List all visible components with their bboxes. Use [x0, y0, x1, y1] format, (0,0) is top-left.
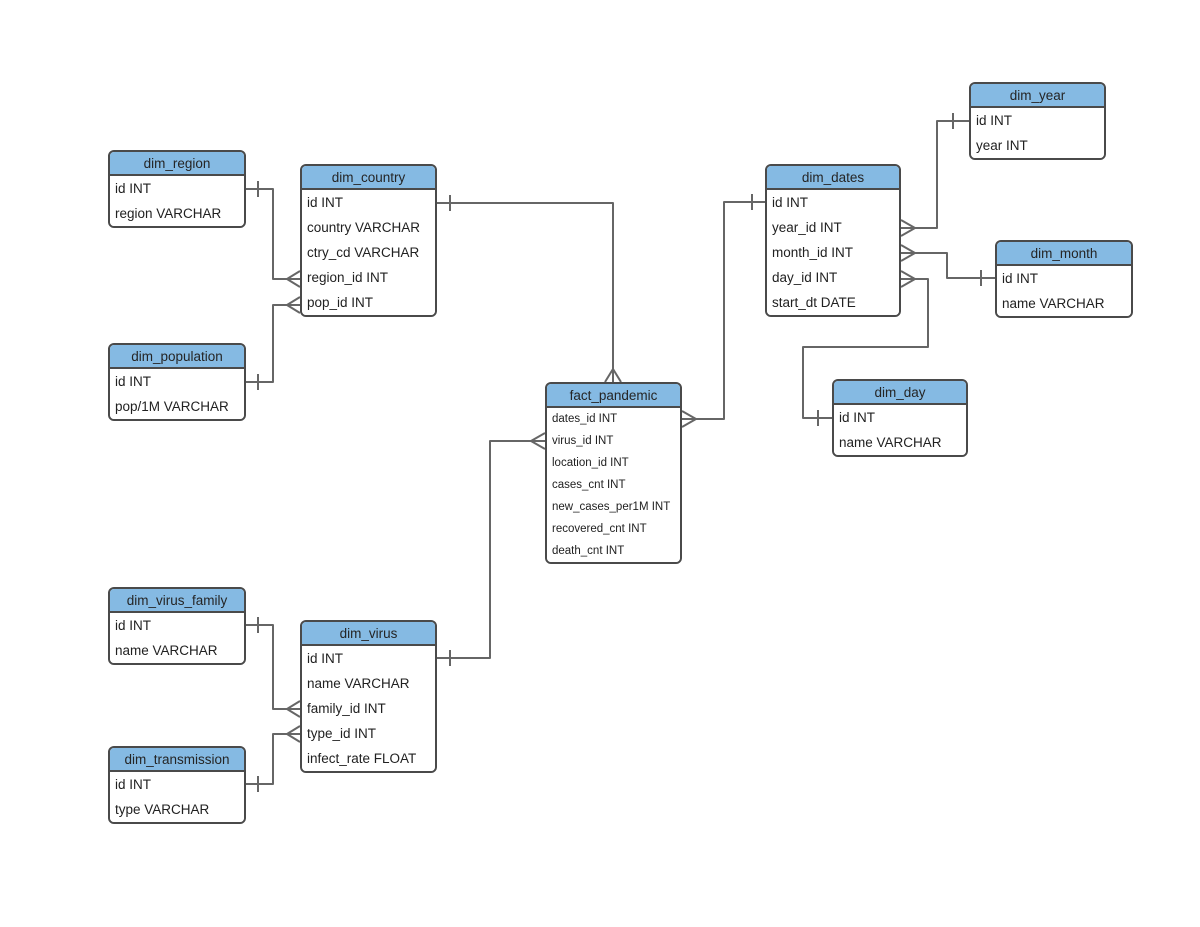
field-row: id INT	[971, 108, 1104, 133]
field-row: death_cnt INT	[547, 540, 680, 562]
cardinality-many-icon	[604, 368, 622, 383]
connector-fact_pandemic-dim_dates[interactable]	[681, 194, 765, 428]
connector-line	[246, 733, 300, 785]
cardinality-many-icon	[900, 219, 916, 237]
table-title: dim_region	[110, 152, 244, 176]
table-dim_virus[interactable]: dim_virus id INT name VARCHAR family_id …	[300, 620, 437, 773]
field-row: name VARCHAR	[997, 291, 1131, 316]
field-row: id INT	[110, 772, 244, 797]
field-row: family_id INT	[302, 696, 435, 721]
connector-dim_virus_family-dim_virus[interactable]	[246, 617, 301, 718]
table-dim_country[interactable]: dim_country id INT country VARCHAR ctry_…	[300, 164, 437, 317]
field-row: id INT	[302, 190, 435, 215]
field-row: dates_id INT	[547, 408, 680, 430]
connector-dim_dates-dim_year[interactable]	[900, 113, 969, 237]
table-dim_year[interactable]: dim_year id INT year INT	[969, 82, 1106, 160]
table-title: dim_country	[302, 166, 435, 190]
connector-dim_virus-fact_pandemic[interactable]	[437, 432, 546, 666]
table-title: dim_month	[997, 242, 1131, 266]
field-row: region VARCHAR	[110, 201, 244, 226]
table-dim_population[interactable]: dim_population id INT pop/1M VARCHAR	[108, 343, 246, 421]
cardinality-many-icon	[900, 270, 916, 288]
table-title: dim_dates	[767, 166, 899, 190]
connector-line	[246, 304, 300, 383]
field-row: year INT	[971, 133, 1104, 158]
field-row: day_id INT	[767, 265, 899, 290]
cardinality-many-icon	[900, 244, 916, 262]
field-row: id INT	[834, 405, 966, 430]
table-dim_transmission[interactable]: dim_transmission id INT type VARCHAR	[108, 746, 246, 824]
field-row: id INT	[110, 176, 244, 201]
field-row: new_cases_per1M INT	[547, 496, 680, 518]
field-row: region_id INT	[302, 265, 435, 290]
table-title: dim_population	[110, 345, 244, 369]
connector-dim_country-fact_pandemic[interactable]	[437, 195, 622, 383]
connector-line	[437, 202, 614, 382]
connector-line	[246, 624, 300, 710]
cardinality-many-icon	[681, 410, 697, 428]
connector-line	[246, 188, 300, 280]
table-title: dim_virus_family	[110, 589, 244, 613]
field-row: infect_rate FLOAT	[302, 746, 435, 771]
field-row: recovered_cnt INT	[547, 518, 680, 540]
table-title: dim_transmission	[110, 748, 244, 772]
field-row: name VARCHAR	[834, 430, 966, 455]
table-title: fact_pandemic	[547, 384, 680, 408]
connector-dim_region-dim_country[interactable]	[246, 181, 301, 288]
connector-dim_dates-dim_day[interactable]	[802, 270, 929, 426]
cardinality-many-icon	[286, 296, 301, 314]
table-title: dim_day	[834, 381, 966, 405]
table-dim_day[interactable]: dim_day id INT name VARCHAR	[832, 379, 968, 457]
table-title: dim_virus	[302, 622, 435, 646]
field-row: id INT	[767, 190, 899, 215]
field-row: name VARCHAR	[110, 638, 244, 663]
connector-line	[682, 201, 765, 420]
field-row: type VARCHAR	[110, 797, 244, 822]
field-row: start_dt DATE	[767, 290, 899, 315]
connector-line	[802, 278, 929, 419]
table-title: dim_year	[971, 84, 1104, 108]
cardinality-many-icon	[286, 700, 301, 718]
connector-dim_population-dim_country[interactable]	[246, 296, 301, 390]
field-row: id INT	[997, 266, 1131, 291]
connector-line	[901, 252, 995, 279]
field-row: ctry_cd VARCHAR	[302, 240, 435, 265]
connector-line	[901, 120, 969, 229]
connector-dim_dates-dim_month[interactable]	[900, 244, 995, 286]
field-row: virus_id INT	[547, 430, 680, 452]
field-row: location_id INT	[547, 452, 680, 474]
cardinality-many-icon	[286, 270, 301, 288]
field-row: type_id INT	[302, 721, 435, 746]
field-row: id INT	[302, 646, 435, 671]
table-fact_pandemic[interactable]: fact_pandemic dates_id INT virus_id INT …	[545, 382, 682, 564]
field-row: id INT	[110, 613, 244, 638]
table-dim_dates[interactable]: dim_dates id INT year_id INT month_id IN…	[765, 164, 901, 317]
field-row: cases_cnt INT	[547, 474, 680, 496]
table-dim_month[interactable]: dim_month id INT name VARCHAR	[995, 240, 1133, 318]
field-row: id INT	[110, 369, 244, 394]
field-row: name VARCHAR	[302, 671, 435, 696]
field-row: pop_id INT	[302, 290, 435, 315]
field-row: country VARCHAR	[302, 215, 435, 240]
field-row: month_id INT	[767, 240, 899, 265]
field-row: year_id INT	[767, 215, 899, 240]
connector-line	[437, 440, 545, 659]
cardinality-many-icon	[530, 432, 546, 450]
table-dim_region[interactable]: dim_region id INT region VARCHAR	[108, 150, 246, 228]
table-dim_virus_family[interactable]: dim_virus_family id INT name VARCHAR	[108, 587, 246, 665]
field-row: pop/1M VARCHAR	[110, 394, 244, 419]
cardinality-many-icon	[286, 725, 301, 743]
connector-dim_transmission-dim_virus[interactable]	[246, 725, 301, 792]
